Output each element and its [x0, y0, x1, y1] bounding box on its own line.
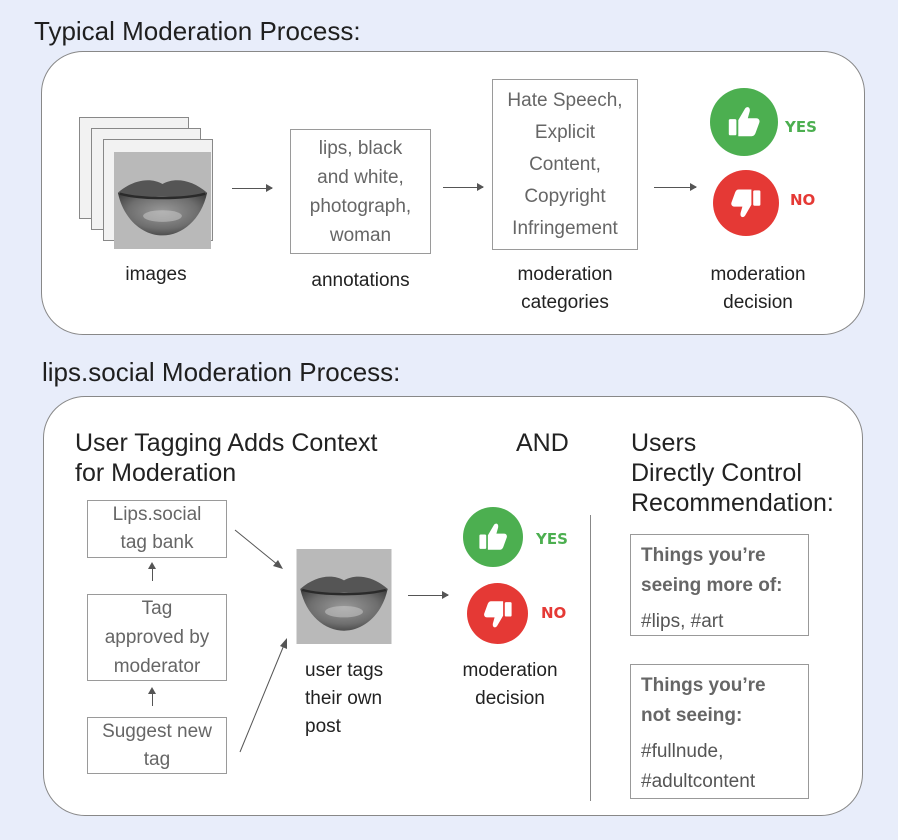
no-label: NO: [790, 191, 816, 209]
category-line: Explicit: [534, 121, 596, 143]
not-seeing-values: #fullnude, #adultcontent: [641, 737, 798, 797]
arrow-right-1: [232, 184, 273, 192]
box-line: moderator: [113, 656, 201, 677]
decision-caption: moderation decision: [688, 261, 828, 317]
category-line: Infringement: [512, 217, 618, 239]
title-line: seeing more of:: [641, 575, 783, 596]
box-line: Lips.social: [112, 504, 202, 525]
title-line: Recommendation:: [631, 489, 834, 517]
caption-line: moderation: [462, 660, 558, 681]
annotations-box: lips, black and white, photograph, woman: [290, 129, 431, 254]
title-line: Directly Control: [631, 459, 802, 487]
not-seeing-box: Things you’re not seeing: #fullnude, #ad…: [630, 664, 809, 799]
annotation-line: and white,: [317, 166, 404, 188]
and-label: AND: [516, 429, 569, 457]
suggest-tag-box: Suggest new tag: [87, 717, 227, 774]
box-line: Tag: [141, 598, 173, 619]
seeing-more-box: Things you’re seeing more of: #lips, #ar…: [630, 534, 809, 636]
arrow-right-4: [408, 591, 449, 599]
arrow-right-3: [654, 183, 697, 191]
thumbs-down-icon: [713, 170, 779, 236]
value-line: #fullnude,: [641, 741, 724, 762]
annotation-line: woman: [329, 224, 392, 246]
user-tags-caption: user tags their own post: [293, 657, 415, 741]
arrow-to-post-bottom: [239, 644, 285, 753]
thumbs-down-icon: [467, 583, 528, 644]
yes-label: YES: [785, 118, 817, 136]
title-line: Users: [631, 429, 697, 457]
caption-line: decision: [723, 292, 793, 313]
title-line: User Tagging Adds Context: [75, 429, 378, 457]
caption-line: their own: [305, 688, 383, 709]
decision-caption: moderation decision: [445, 657, 575, 713]
thumbs-up-icon: [710, 88, 778, 156]
categories-caption: moderation categories: [482, 261, 648, 317]
arrow-right-2: [443, 183, 484, 191]
title-line: Things you’re: [641, 545, 766, 566]
seeing-more-values: #lips, #art: [641, 611, 724, 632]
caption-line: moderation: [710, 264, 806, 285]
categories-box: Hate Speech, Explicit Content, Copyright…: [492, 79, 638, 250]
yes-label: YES: [536, 530, 568, 548]
annotation-line: photograph,: [309, 195, 412, 217]
seeing-more-title: Things you’re seeing more of:: [641, 541, 798, 601]
category-line: Copyright: [524, 185, 606, 207]
not-seeing-title: Things you’re not seeing:: [641, 671, 798, 731]
lips-photo-post: [296, 549, 392, 644]
user-tagging-title: User Tagging Adds Context for Moderation: [75, 428, 378, 488]
arrow-up-1: [148, 562, 156, 581]
caption-line: user tags: [305, 660, 384, 681]
annotations-caption: annotations: [311, 270, 410, 291]
caption-line: categories: [521, 292, 609, 313]
no-label: NO: [541, 604, 567, 622]
tag-approved-box: Tag approved by moderator: [87, 594, 227, 681]
title-line: not seeing:: [641, 705, 743, 726]
box-line: tag: [143, 748, 171, 770]
value-line: #adultcontent: [641, 771, 756, 792]
divider: [590, 515, 591, 801]
caption-line: moderation: [517, 264, 613, 285]
images-caption: images: [125, 264, 187, 285]
box-line: Suggest new: [102, 720, 212, 742]
title-line: for Moderation: [75, 459, 237, 487]
box-line: tag bank: [120, 532, 194, 553]
title-line: Things you’re: [641, 675, 766, 696]
arrow-up-2: [148, 687, 156, 706]
caption-line: decision: [475, 688, 545, 709]
box-line: approved by: [104, 627, 210, 648]
annotation-line: lips, black: [318, 137, 403, 159]
users-control-title: Users Directly Control Recommendation:: [631, 428, 834, 518]
thumbs-up-icon: [463, 507, 523, 567]
caption-line: post: [305, 716, 341, 737]
tag-bank-box: Lips.social tag bank: [87, 500, 227, 558]
section2-heading: lips.social Moderation Process:: [42, 357, 401, 387]
section1-heading: Typical Moderation Process:: [34, 16, 361, 46]
category-line: Hate Speech,: [507, 89, 623, 111]
category-line: Content,: [529, 153, 601, 175]
arrow-to-post-top: [234, 529, 279, 566]
